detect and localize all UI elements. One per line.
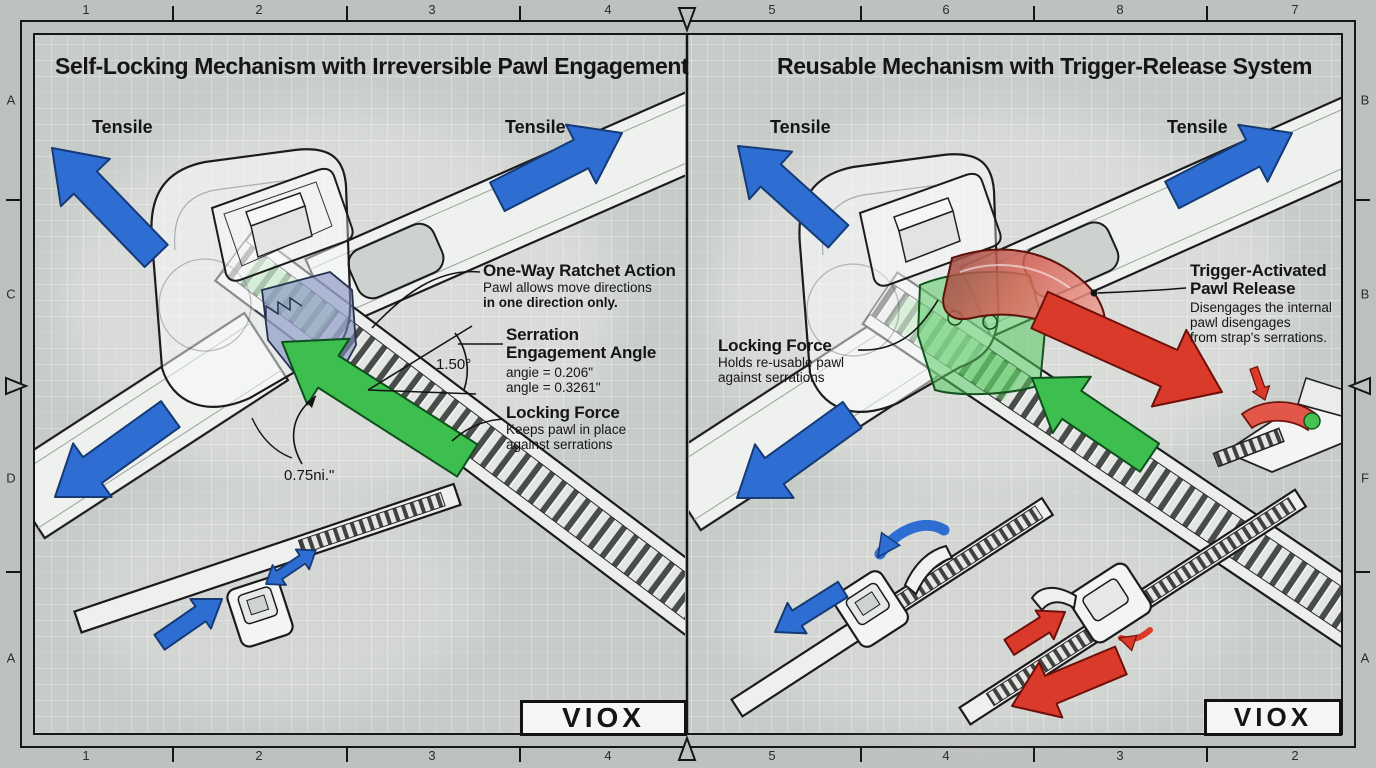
tensile-label: Tensile (1167, 117, 1228, 137)
ruler-label: A (6, 650, 16, 666)
ruler-label: 7 (1291, 2, 1299, 17)
brand-logo: VIOX (520, 700, 687, 736)
left-panel-title: Self-Locking Mechanism with Irreversible… (55, 53, 689, 79)
annotation-locking-right: Locking Force Holds re-usable pawl again… (718, 336, 845, 386)
flick-arrowhead-icon (1117, 634, 1138, 652)
tensile-arrow (54, 400, 181, 498)
tensile-arrow (489, 123, 623, 213)
ruler-label: C (6, 286, 16, 302)
ruler-label: 2 (255, 2, 263, 17)
mini-cable-tie (73, 482, 463, 651)
center-divider (5, 7, 1371, 761)
ruler-ticks (6, 6, 1370, 762)
ruler-label: B (1360, 92, 1370, 108)
slide-out-arrow (774, 580, 849, 635)
leader-dot (1090, 289, 1098, 297)
annotation-serration: Serration Engagement Angle angie = 0.206… (506, 325, 657, 396)
ruler-label: 3 (1116, 748, 1124, 763)
double-direction-arrow (265, 548, 317, 586)
annotation-trigger: Trigger-Activated Pawl Release Disengage… (1190, 261, 1332, 346)
ruler-label: 5 (768, 2, 776, 17)
release-tab (903, 544, 954, 596)
ruler-label: 1 (82, 2, 90, 17)
ruler-label: A (1360, 650, 1370, 666)
ruler-label: 3 (428, 748, 436, 763)
tensile-arrow (737, 145, 850, 249)
tensile-arrow (51, 147, 169, 269)
press-arrow (1249, 366, 1271, 401)
annotation-ratchet: One-Way Ratchet Action Pawl allows move … (483, 261, 676, 311)
dimension-arrowhead-icon (306, 396, 316, 408)
pull-arrow (1003, 609, 1066, 656)
insert-direction-arrow (153, 598, 223, 651)
tensile-label: Tensile (770, 117, 831, 137)
release-detail-inset (1212, 366, 1341, 473)
divider-arrow-bottom-icon (677, 735, 697, 761)
right-panel-title: Reusable Mechanism with Trigger-Release … (777, 53, 1313, 79)
frame-arrow-right-icon (1347, 376, 1371, 396)
frame-arrow-left-icon (5, 376, 29, 396)
ruler-label: B (1360, 286, 1370, 302)
mini-cable-tie (730, 496, 1055, 718)
ruler-label: 4 (604, 2, 612, 17)
remove-arrow (1011, 645, 1128, 719)
release-force-arrow (1030, 290, 1223, 408)
angle-dimension-label: 1.50° (436, 356, 472, 373)
left-panel-illustration (35, 88, 685, 651)
ruler-label: 5 (768, 748, 776, 763)
tensile-label: Tensile (92, 117, 153, 137)
divider-arrow-top-icon (677, 7, 697, 33)
tensile-label: Tensile (505, 117, 566, 137)
right-panel-illustration (689, 91, 1341, 726)
tensile-arrow (736, 400, 863, 499)
offset-dimension-label: 0.75ni." (284, 467, 335, 484)
leader-lines (857, 287, 1187, 351)
ruler-label: 3 (428, 2, 436, 17)
ruler-label: A (6, 92, 16, 108)
rotate-arrowhead-icon (877, 531, 902, 559)
mini-cable-tie (958, 488, 1308, 726)
ruler-label: 4 (604, 748, 612, 763)
ruler-label: 6 (942, 2, 950, 17)
ruler-label: F (1361, 470, 1369, 486)
ruler-label: 2 (1291, 748, 1299, 763)
strap-slot (347, 222, 445, 300)
annotation-title: One-Way Ratchet Action (483, 261, 676, 280)
brand-logo: VIOX (1204, 699, 1342, 736)
annotation-locking-left: Locking Force Keeps pawl in place agains… (506, 403, 627, 453)
ruler-label: D (6, 470, 16, 486)
ruler-label: 8 (1116, 2, 1124, 17)
ruler-label: 2 (255, 748, 263, 763)
ruler-label: 4 (942, 748, 950, 763)
tensile-arrow (1164, 123, 1293, 210)
locking-force-arrow (1031, 375, 1161, 473)
pivot-dot (1303, 412, 1321, 430)
ruler-label: 1 (82, 748, 90, 763)
